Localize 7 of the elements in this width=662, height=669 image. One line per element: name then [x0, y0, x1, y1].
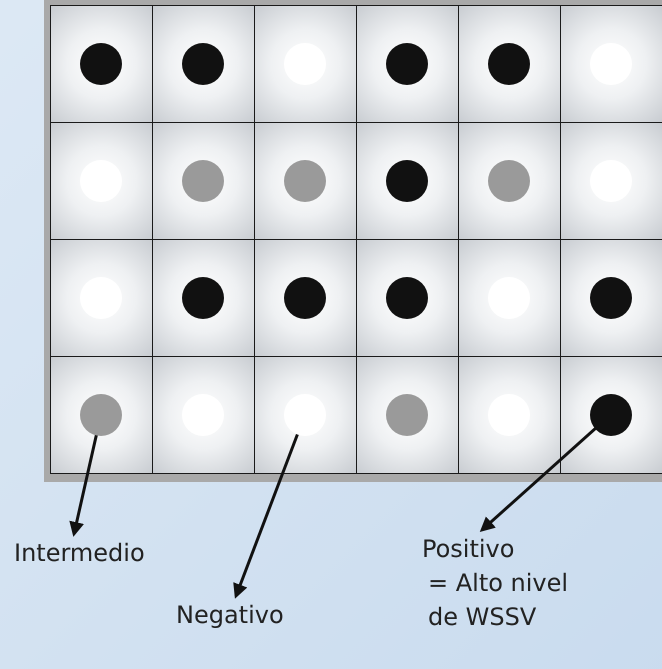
result-note: = Alto nivel de WSSV	[427, 568, 570, 633]
leader-arrow	[233, 434, 299, 599]
result-label: Negativo	[176, 600, 285, 631]
leader-arrow	[480, 427, 596, 532]
result-label: Positivo	[422, 534, 516, 565]
result-label: Intermedio	[14, 538, 146, 569]
leader-arrow	[69, 434, 98, 537]
